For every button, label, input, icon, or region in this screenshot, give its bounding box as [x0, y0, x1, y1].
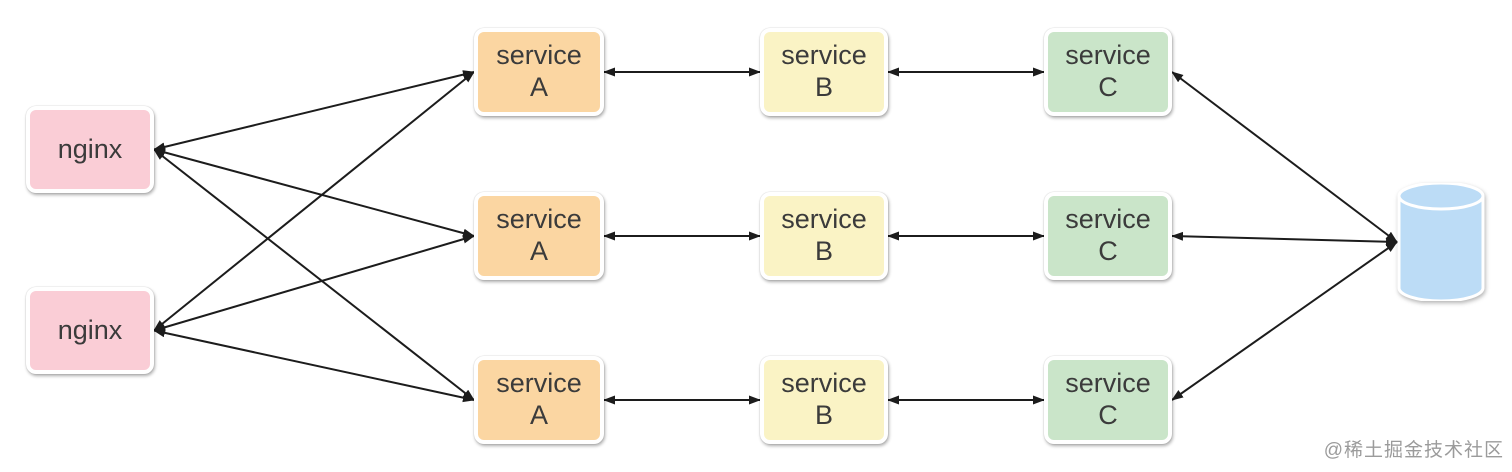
node-nginx-2: nginx [26, 287, 154, 374]
edge-nginx-1-to-service-a-2 [153, 148, 475, 238]
edge-nginx-2-to-service-a-3 [153, 328, 475, 403]
edge-nginx-1-to-service-a-3 [153, 148, 475, 401]
cylinder-top [1397, 181, 1485, 211]
edge-service-c-2-to-database [1171, 231, 1398, 247]
node-service-a-1: service A [474, 28, 604, 116]
edge-service-c-1-to-database [1171, 71, 1398, 243]
cylinder-body [1397, 196, 1485, 303]
node-nginx-1: nginx [26, 106, 154, 193]
node-service-a-2: service A [474, 192, 604, 280]
node-service-b-1: service B [760, 28, 888, 116]
edge-nginx-2-to-service-a-2 [153, 234, 475, 332]
edge-service-c-3-to-database [1171, 241, 1398, 401]
node-service-c-2: service C [1044, 192, 1172, 280]
node-service-a-3: service A [474, 356, 604, 444]
node-service-b-3: service B [760, 356, 888, 444]
node-service-b-2: service B [760, 192, 888, 280]
watermark: @稀土掘金技术社区 [1323, 440, 1504, 461]
node-service-c-3: service C [1044, 356, 1172, 444]
database-cylinder [1397, 181, 1485, 306]
node-service-c-1: service C [1044, 28, 1172, 116]
